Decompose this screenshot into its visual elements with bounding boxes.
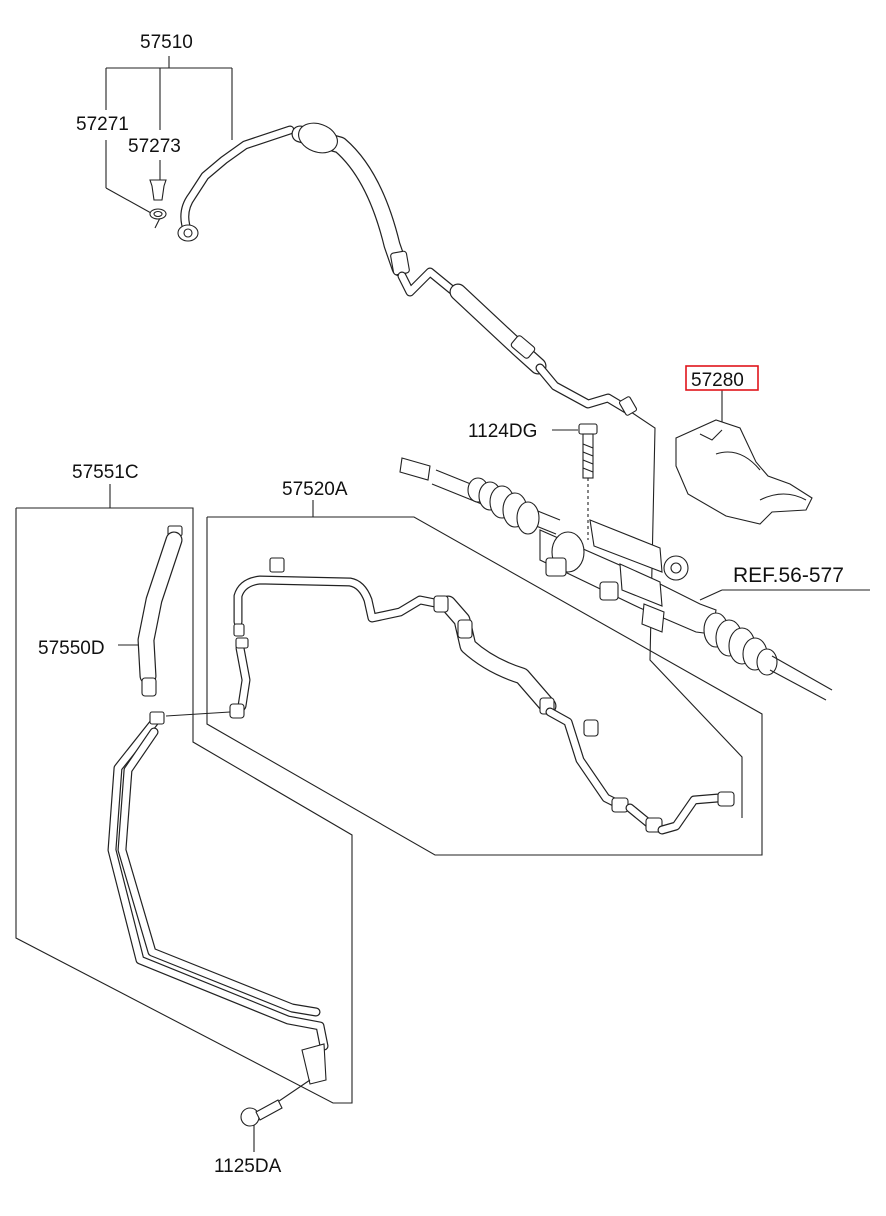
pressure-hose-57510	[177, 122, 638, 416]
label-1125DA: 1125DA	[214, 1156, 282, 1177]
bracket-57551C	[15, 484, 353, 1104]
cooler-tube-57551C	[107, 711, 329, 1085]
washer-57271	[149, 208, 167, 220]
bracket-57510	[105, 56, 233, 229]
label-57520A: 57520A	[282, 479, 348, 500]
fitting-57273	[149, 179, 167, 201]
bracket-57520A	[206, 500, 763, 856]
labels: 57510 57271 57273 1124DG 57280 57551C 57…	[38, 32, 844, 1177]
screw-1125DA	[240, 1079, 311, 1127]
label-57550D: 57550D	[38, 638, 105, 659]
label-ref-56-577: REF.56-577	[733, 564, 844, 587]
hose-57550D	[137, 525, 183, 697]
label-57273: 57273	[128, 136, 181, 157]
label-57551C: 57551C	[72, 462, 139, 483]
return-line-57520A	[165, 557, 735, 835]
bolt-1124DG	[578, 423, 598, 540]
label-1124DG: 1124DG	[468, 421, 537, 442]
label-57510: 57510	[140, 32, 193, 53]
label-57280: 57280	[691, 370, 744, 391]
highlight-box-57280	[685, 365, 759, 391]
steering-gear-assembly	[399, 457, 833, 701]
heat-shield-57280	[675, 419, 813, 525]
label-57271: 57271	[76, 114, 129, 135]
